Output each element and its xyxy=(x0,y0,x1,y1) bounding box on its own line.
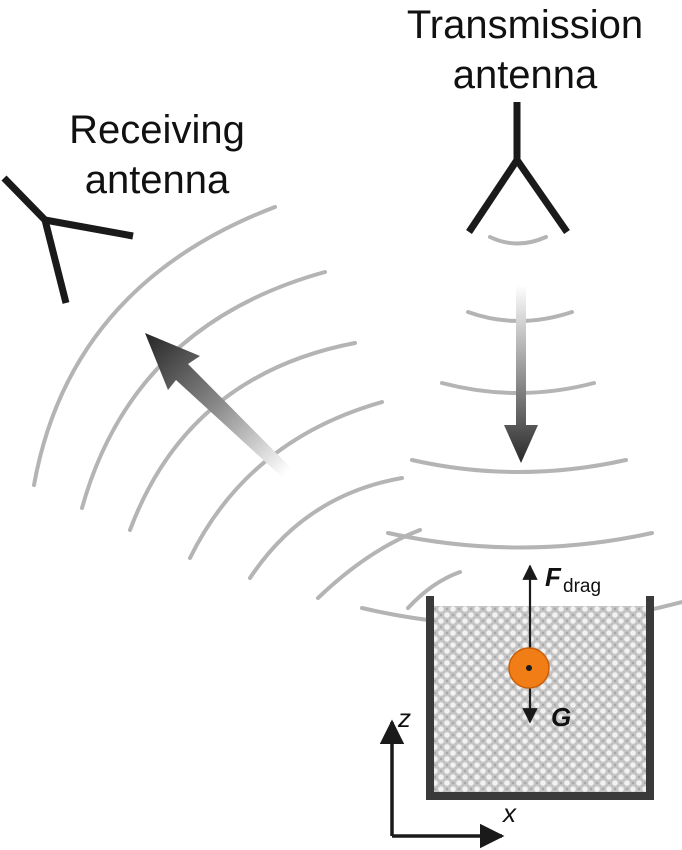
drag-force-label: F xyxy=(545,562,562,592)
receiving-antenna-icon xyxy=(1,175,134,304)
transmission-antenna-icon xyxy=(466,102,570,234)
reflect-wave-7 xyxy=(406,570,462,610)
x-axis-label: x xyxy=(501,798,517,828)
z-axis-label: z xyxy=(397,703,411,733)
reflect-wave-6 xyxy=(316,528,422,600)
reflect-wave-1 xyxy=(32,205,277,487)
transmission-label-line2: antenna xyxy=(453,53,598,97)
reflected-waves xyxy=(32,205,504,647)
down-wave-5 xyxy=(386,531,654,550)
container-fill xyxy=(430,606,650,796)
transmission-label-line1: Transmission xyxy=(407,3,643,47)
drag-force-subscript: drag xyxy=(563,576,601,597)
down-wave-1 xyxy=(488,235,548,246)
reflected-arrow xyxy=(145,333,293,478)
receiving-label-line1: Receiving xyxy=(69,108,245,152)
container-wall xyxy=(426,596,654,800)
down-wave-4 xyxy=(410,458,628,474)
incident-arrow xyxy=(504,285,538,463)
receiving-label-line2: antenna xyxy=(85,158,230,202)
reflect-wave-5 xyxy=(248,476,404,580)
particle-center xyxy=(526,665,532,671)
gravity-label: G xyxy=(551,702,571,732)
